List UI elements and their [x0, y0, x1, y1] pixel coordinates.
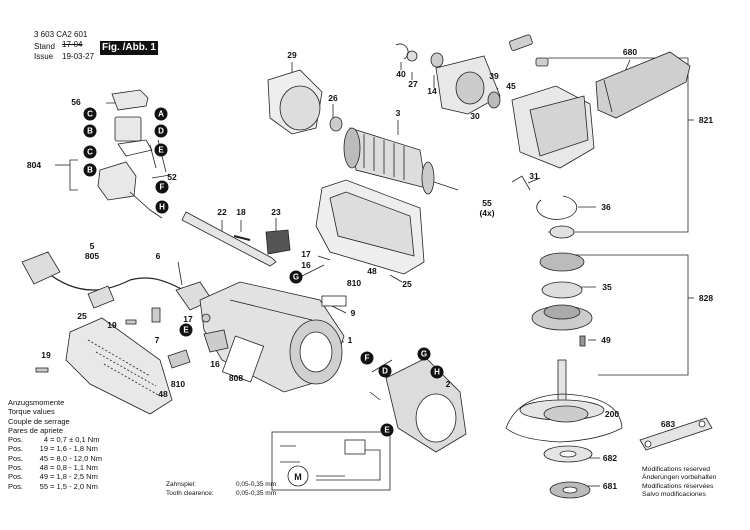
part-label: 22: [217, 207, 227, 217]
part-label: 48: [158, 389, 168, 399]
part-label: 680: [622, 47, 638, 57]
part-label: 52: [167, 172, 177, 182]
part-label: 805: [84, 251, 100, 261]
part-label: 18: [236, 207, 246, 217]
torque-title-fr: Couple de serrage: [8, 416, 70, 426]
clearance-value-de: 0,05-0,35 mm: [236, 481, 277, 488]
torque-title-en: Torque values: [8, 407, 55, 417]
connector-letter-badge: D: [154, 124, 168, 138]
connector-letter-badge: A: [154, 107, 168, 121]
stand-value: 17-04: [62, 40, 83, 49]
torque-row: Pos.4 = 0,7 ± 0,1 Nm: [8, 435, 100, 445]
part-label: 31: [529, 171, 539, 181]
modifications-de: Änderungen vorbehalten: [642, 474, 717, 482]
stand-label: Stand: [34, 42, 55, 51]
figure-label: Fig. /Abb. 1: [100, 41, 158, 55]
part-label: 683: [660, 419, 676, 429]
torque-row: Pos.19 = 1,6 - 1,8 Nm: [8, 444, 98, 454]
part-label: 36: [601, 202, 611, 212]
connector-letter-badge: F: [155, 180, 169, 194]
part-label: 16: [301, 260, 311, 270]
connector-letter-badge: B: [83, 163, 97, 177]
part-label: 45: [506, 81, 516, 91]
connector-letter-badge: C: [83, 107, 97, 121]
connector-letter-badge: D: [378, 364, 392, 378]
connector-letter-badge: E: [179, 323, 193, 337]
part-label: 681: [602, 481, 618, 491]
part-label: 49: [601, 335, 611, 345]
torque-title-es: Pares de apriete: [8, 425, 64, 435]
part-label: 26: [328, 93, 338, 103]
part-label: 23: [271, 207, 281, 217]
part-label: 810: [346, 278, 362, 288]
part-label: 2: [445, 379, 451, 389]
connector-letter-badge: G: [417, 347, 431, 361]
part-label: 30: [470, 111, 480, 121]
part-label: 9: [350, 308, 356, 318]
connector-letter-badge: H: [155, 200, 169, 214]
part-label: 16: [210, 359, 220, 369]
torque-row: Pos.49 = 1,8 - 2,5 Nm: [8, 472, 98, 482]
torque-row: Pos.48 = 0,8 - 1,1 Nm: [8, 463, 98, 473]
part-label: 56: [71, 97, 81, 107]
part-label: 3: [395, 108, 401, 118]
part-label: 29: [287, 50, 297, 60]
connector-letter-badge: C: [83, 145, 97, 159]
torque-row: Pos.55 = 1,5 - 2,0 Nm: [8, 481, 98, 491]
motor-symbol: M: [294, 472, 302, 482]
part-label: 1: [347, 335, 353, 345]
connector-letter-badge: F: [360, 351, 374, 365]
part-label: 19: [41, 350, 51, 360]
torque-row: Pos.45 = 8,0 - 12,0 Nm: [8, 453, 102, 463]
part-label: (4x): [479, 208, 495, 218]
part-label: 804: [26, 160, 42, 170]
connector-letter-badge: E: [380, 423, 394, 437]
part-label: 821: [698, 115, 714, 125]
part-label: 17: [183, 314, 193, 324]
part-label: 39: [489, 71, 499, 81]
connector-letter-badge: E: [154, 143, 168, 157]
part-label: 200: [604, 409, 620, 419]
part-label: 40: [396, 69, 406, 79]
torque-title-de: Anzugsmomente: [8, 398, 65, 407]
modifications-en: Modifications reserved: [642, 466, 710, 473]
part-label: 5: [89, 241, 95, 251]
part-label: 35: [602, 282, 612, 292]
part-label: 682: [602, 453, 618, 463]
connector-letter-badge: B: [83, 124, 97, 138]
part-label: 17: [301, 249, 311, 259]
connector-letter-badge: H: [430, 365, 444, 379]
part-label: 25: [77, 311, 87, 321]
part-label: 810: [170, 379, 186, 389]
part-label: 828: [698, 293, 714, 303]
issue-value: 19-03-27: [62, 52, 95, 61]
part-label: 19: [107, 320, 117, 330]
modifications-note: Modifications reserved Änderungen vorbeh…: [642, 466, 716, 499]
tooth-clearance-note: Zahnspiel: 0,05-0,35 mm Tooth clearence: 0…: [166, 480, 276, 498]
part-label: 6: [155, 251, 161, 261]
part-label: 55: [482, 198, 492, 208]
modifications-fr: Modifications réservées: [642, 482, 714, 490]
clearance-label-de: Zahnspiel:: [166, 481, 196, 488]
clearance-label-en: Tooth clearence:: [166, 490, 214, 497]
part-label: 27: [408, 79, 418, 89]
part-label: 48: [367, 266, 377, 276]
part-label: 25: [402, 279, 412, 289]
part-label: 14: [427, 86, 437, 96]
doc-number: 3 603 CA2 601: [34, 30, 88, 39]
part-label: 7: [154, 335, 160, 345]
modifications-es: Salvo modificaciones: [642, 490, 706, 498]
clearance-value-en: 0,05-0,35 mm: [236, 490, 277, 497]
torque-values-block: Anzugsmomente Torque values Couple de se…: [8, 398, 102, 491]
connector-letter-badge: G: [289, 270, 303, 284]
issue-label: Issue: [34, 52, 54, 61]
part-label: 808: [228, 373, 244, 383]
